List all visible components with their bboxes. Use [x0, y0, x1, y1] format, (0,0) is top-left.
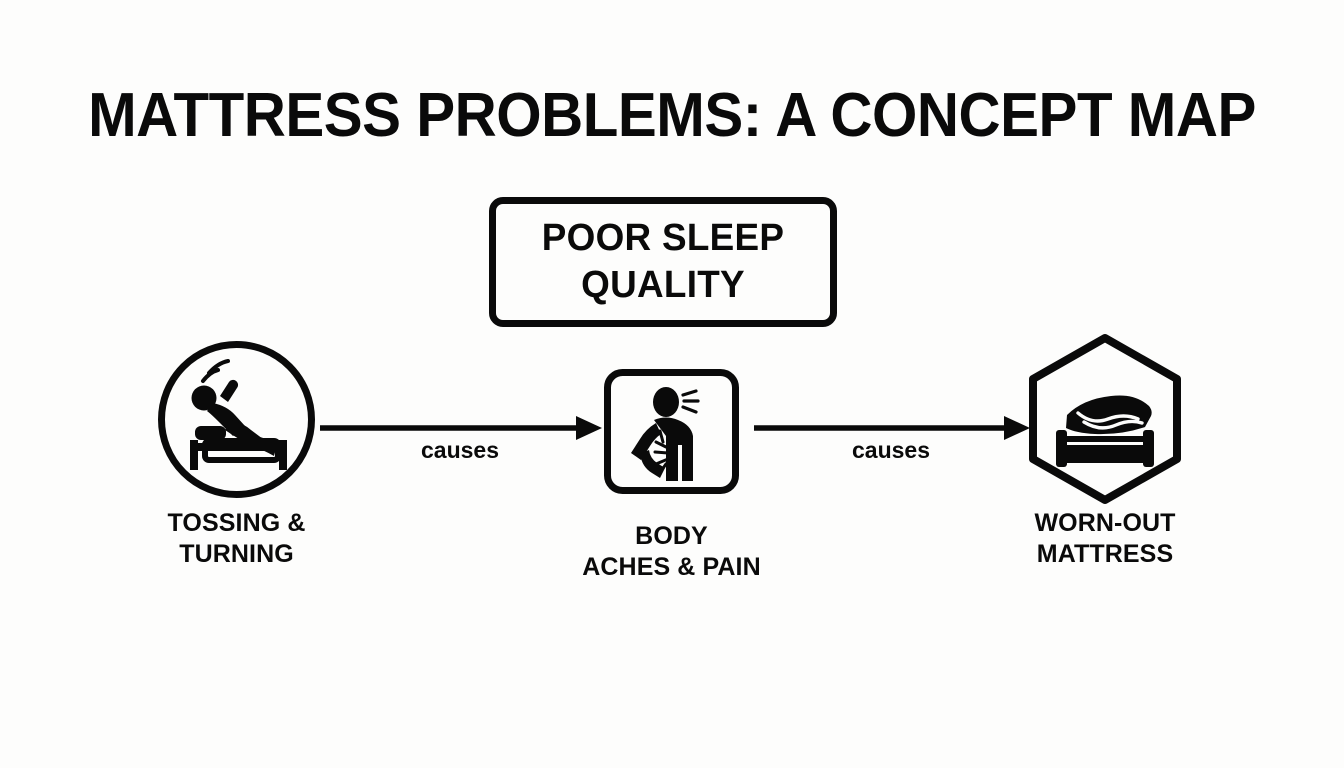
node-tossing-turning-shape	[157, 340, 316, 499]
concept-box-label-line2: QUALITY	[581, 264, 745, 306]
node-body-aches-pain-label-line2: ACHES & PAIN	[582, 553, 761, 581]
node-tossing-turning-label-line2: TURNING	[179, 540, 294, 568]
concept-box-poor-sleep-quality[interactable]: POOR SLEEP QUALITY	[489, 197, 837, 327]
node-tossing-turning[interactable]: TOSSING & TURNING	[157, 340, 316, 568]
node-worn-out-mattress-label-line2: MATTRESS	[1036, 540, 1174, 568]
person-tossing-in-bed-icon	[158, 341, 315, 498]
arrow-right-icon	[754, 416, 1030, 440]
node-worn-out-mattress-label: WORN-OUT MATTRESS	[1034, 508, 1175, 570]
arrow-right-icon	[320, 416, 602, 440]
edge-tossing-to-aches	[318, 413, 602, 443]
node-worn-out-mattress-shape	[1026, 333, 1184, 505]
node-body-aches-pain[interactable]: BODY ACHES & PAIN	[582, 369, 761, 581]
edge-aches-to-mattress	[752, 413, 1030, 443]
edge-label-causes-2: causes	[851, 437, 930, 463]
concept-box-label: POOR SLEEP QUALITY	[542, 215, 785, 309]
node-worn-out-mattress[interactable]: WORN-OUT MATTRESS	[1026, 333, 1184, 568]
page-title: MATTRESS PROBLEMS: A CONCEPT MAP	[88, 81, 1256, 150]
edge-label-causes-1: causes	[420, 437, 499, 463]
sagging-mattress-bed-icon	[1029, 334, 1181, 504]
concept-box-label-line1: POOR SLEEP	[541, 217, 785, 259]
node-body-aches-pain-shape	[604, 369, 739, 494]
node-tossing-turning-label-line1: TOSSING &	[167, 509, 306, 537]
node-worn-out-mattress-label-line1: WORN-OUT	[1034, 509, 1176, 537]
person-back-pain-icon	[604, 369, 739, 494]
node-body-aches-pain-label-line1: BODY	[635, 522, 708, 550]
node-body-aches-pain-label: BODY ACHES & PAIN	[582, 521, 761, 583]
node-tossing-turning-label: TOSSING & TURNING	[168, 508, 306, 570]
